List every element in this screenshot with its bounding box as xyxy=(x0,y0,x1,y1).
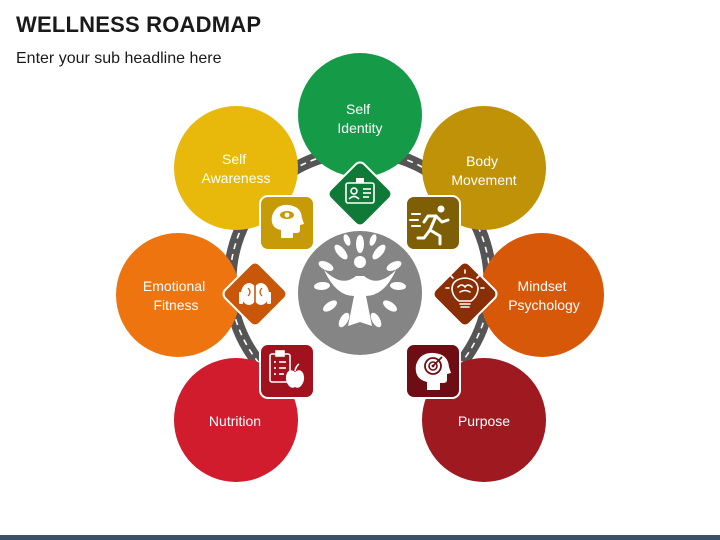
node-circle xyxy=(298,53,422,177)
node-label-line: Fitness xyxy=(153,297,198,313)
node-label-line: Self xyxy=(346,101,370,117)
node-self-identity[interactable]: Self Identity xyxy=(298,53,422,177)
svg-text:Mindset Psychology: Mindset Psychology xyxy=(508,278,580,313)
node-label-line: Psychology xyxy=(508,297,580,313)
page-subtitle: Enter your sub headline here xyxy=(16,50,222,67)
node-label-line: Mindset xyxy=(518,278,567,294)
footer-bar xyxy=(0,535,720,540)
node-circle xyxy=(480,233,604,357)
node-label-line: Awareness xyxy=(201,170,270,186)
node-circle xyxy=(116,233,240,357)
svg-text:Nutrition: Nutrition xyxy=(209,413,261,429)
node-label-line: Self xyxy=(222,151,246,167)
id-badge-icon xyxy=(327,161,393,227)
head-eye-icon xyxy=(259,195,315,251)
node-label-line: Body xyxy=(466,153,498,169)
node-label-line: Purpose xyxy=(458,413,510,429)
svg-text:Self Identity: Self Identity xyxy=(337,101,382,136)
lightbulb-brain-icon xyxy=(432,261,498,327)
page-title: WELLNESS ROADMAP xyxy=(16,12,262,37)
node-emotional-fitness[interactable]: Emotional Fitness xyxy=(116,233,240,357)
node-mindset-psychology[interactable]: Mindset Psychology xyxy=(480,233,604,357)
svg-text:Purpose: Purpose xyxy=(458,413,510,429)
svg-text:Self Awareness: Self Awareness xyxy=(201,151,270,186)
node-label-line: Emotional xyxy=(143,278,205,294)
svg-text:Body Movement: Body Movement xyxy=(451,153,516,188)
node-label-line: Identity xyxy=(337,120,382,136)
node-label-line: Nutrition xyxy=(209,413,261,429)
brain-icon xyxy=(222,261,288,327)
node-label-line: Movement xyxy=(451,172,516,188)
svg-text:Emotional Fitness: Emotional Fitness xyxy=(143,278,209,313)
running-person-icon xyxy=(405,195,461,251)
clipboard-apple-icon xyxy=(259,343,315,399)
tree-person-icon xyxy=(298,231,422,355)
head-target-icon xyxy=(405,343,461,399)
